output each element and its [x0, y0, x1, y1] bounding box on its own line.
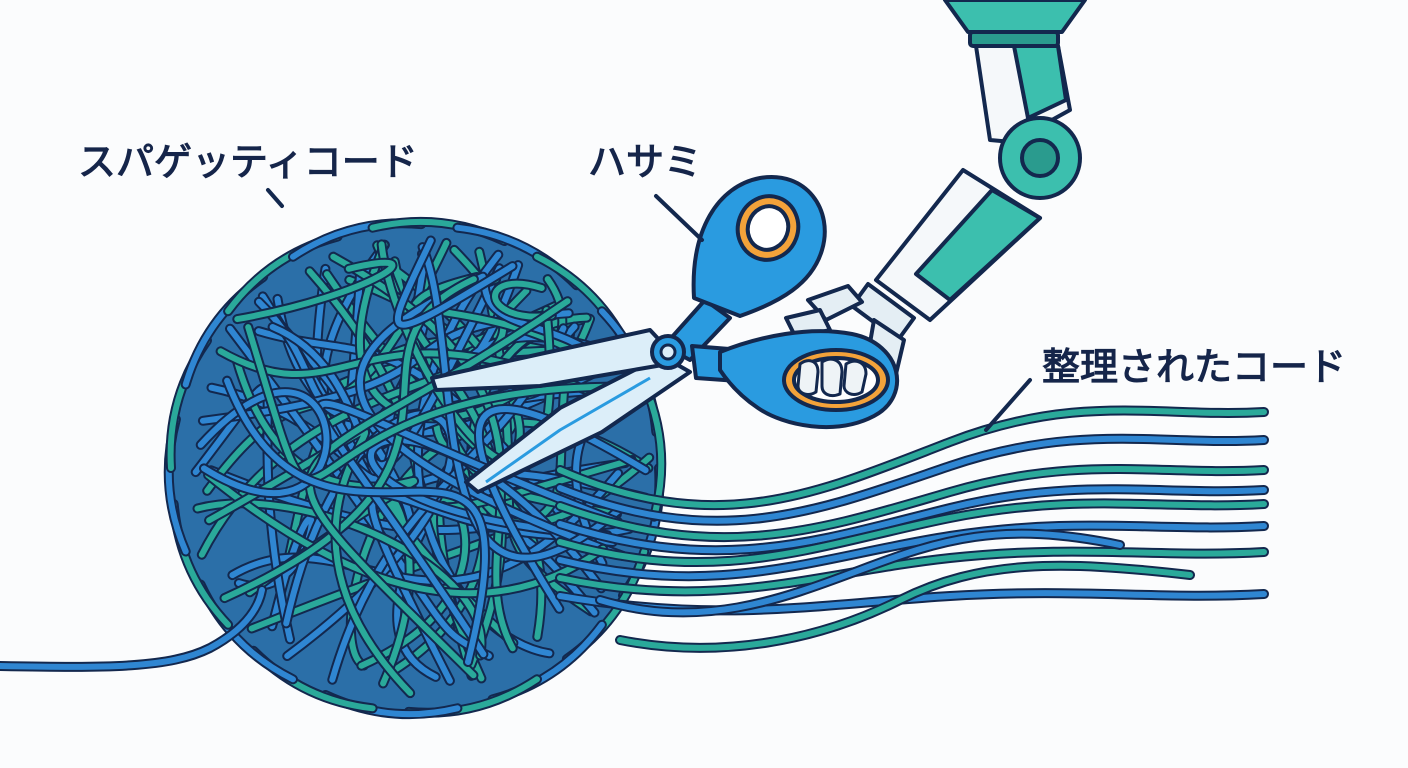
strand — [283, 411, 455, 659]
robot-arm-icon — [784, 0, 1087, 376]
strand — [557, 466, 1267, 541]
spaghetti-leader-line — [266, 188, 284, 208]
strand — [557, 486, 1267, 554]
strand — [557, 548, 1267, 595]
strand — [492, 280, 555, 320]
scissors-leader-line — [654, 194, 704, 242]
strand — [197, 389, 330, 496]
leader-lines — [266, 188, 1032, 432]
strand — [557, 407, 1267, 509]
label-organized-code: 整理されたコード — [1042, 345, 1346, 389]
strand — [234, 259, 396, 323]
strand — [245, 324, 624, 483]
label-scissors: ハサミ — [588, 140, 702, 184]
organized-leader-line — [984, 378, 1032, 432]
strand — [617, 562, 1193, 651]
strand — [205, 472, 606, 597]
strand — [557, 500, 1267, 565]
strand — [419, 244, 623, 561]
strand — [227, 325, 492, 659]
strand — [394, 237, 516, 328]
organized-strands-icon — [555, 405, 1269, 653]
scissors-icon — [430, 174, 899, 494]
strand — [597, 530, 1123, 616]
strand — [557, 435, 1267, 524]
strand — [317, 400, 622, 658]
strand — [224, 377, 488, 665]
strand — [557, 522, 1267, 580]
label-spaghetti-code: スパゲッティコード — [78, 140, 418, 184]
